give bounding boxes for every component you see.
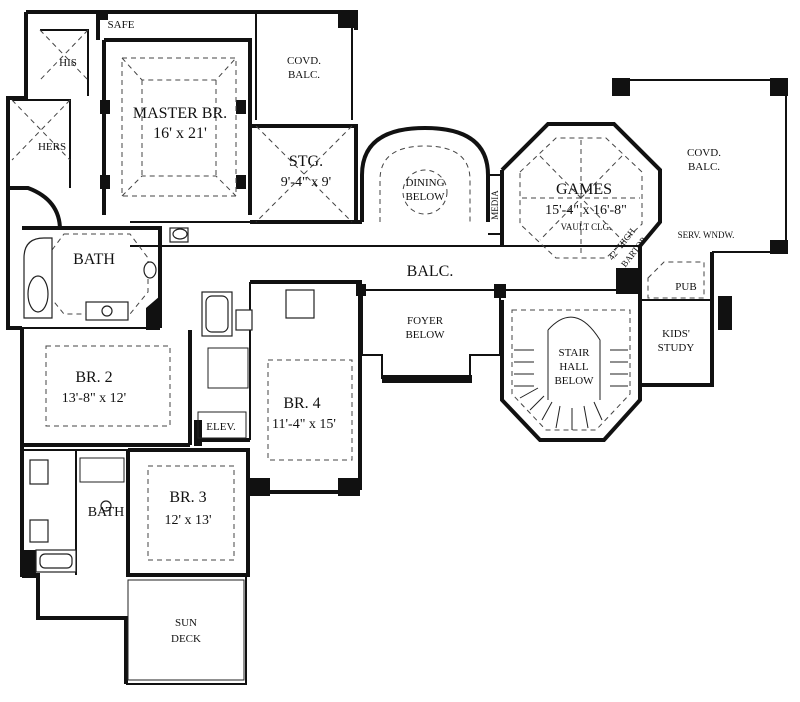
bath-master-label: BATH <box>73 251 115 268</box>
master-br-dims: 16' x 21' <box>153 125 207 142</box>
foyer-below-line1: FOYER <box>407 315 444 327</box>
bath-2-label: BATH <box>88 505 125 520</box>
elev-label: ELEV. <box>206 421 236 433</box>
games-name: GAMES <box>556 181 612 198</box>
covd-balc-2-line2: BALC. <box>688 161 720 173</box>
stair-hall-line1: STAIR <box>559 347 591 359</box>
games-note: VAULT CLG. <box>561 222 612 232</box>
covd-balc-2-line1: COVD. <box>687 147 721 159</box>
stair-hall-line2: HALL <box>559 361 589 373</box>
dining-below-line1: DINING <box>405 177 444 189</box>
br4-dims: 11'-4" x 15' <box>272 417 336 432</box>
br2-name: BR. 2 <box>75 369 112 386</box>
pub-label: PUB <box>675 281 696 293</box>
serv-wndw-label: SERV. WNDW. <box>678 230 735 240</box>
structural-posts <box>22 10 788 578</box>
covd-balc-1-line2: BALC. <box>288 69 320 81</box>
sun-deck-line1: SUN <box>175 617 197 629</box>
covd-balc-1-line1: COVD. <box>287 55 321 67</box>
master-br-name: MASTER BR. <box>133 105 227 122</box>
br3-dims: 12' x 13' <box>164 513 211 528</box>
hers-label: HERS <box>38 141 66 153</box>
room-labels: SAFE HIS HERS MASTER BR. 16' x 21' COVD.… <box>38 19 735 645</box>
balc-label: BALC. <box>407 263 454 280</box>
sun-deck-line2: DECK <box>171 633 201 645</box>
safe-label: SAFE <box>108 19 135 31</box>
games-dims: 15'-4" x 16'-8" <box>545 203 627 218</box>
br2-dims: 13'-8" x 12' <box>62 391 126 406</box>
media-label: MEDIA <box>490 190 500 220</box>
walls <box>6 10 787 685</box>
br4-name: BR. 4 <box>283 395 320 412</box>
fixtures <box>23 227 315 681</box>
foyer-below-line2: BELOW <box>405 329 445 341</box>
kids-study-line1: KIDS' <box>662 328 690 340</box>
stair-treads <box>514 316 628 430</box>
stg-name: STG. <box>289 153 323 170</box>
stg-dims: 9'-4" x 9' <box>281 175 331 190</box>
kids-study-line2: STUDY <box>658 342 695 354</box>
stair-hall-line3: BELOW <box>554 375 594 387</box>
his-label: HIS <box>59 57 77 69</box>
dashed-outlines <box>11 29 705 561</box>
br3-name: BR. 3 <box>169 489 206 506</box>
dining-below-line2: BELOW <box>405 191 445 203</box>
